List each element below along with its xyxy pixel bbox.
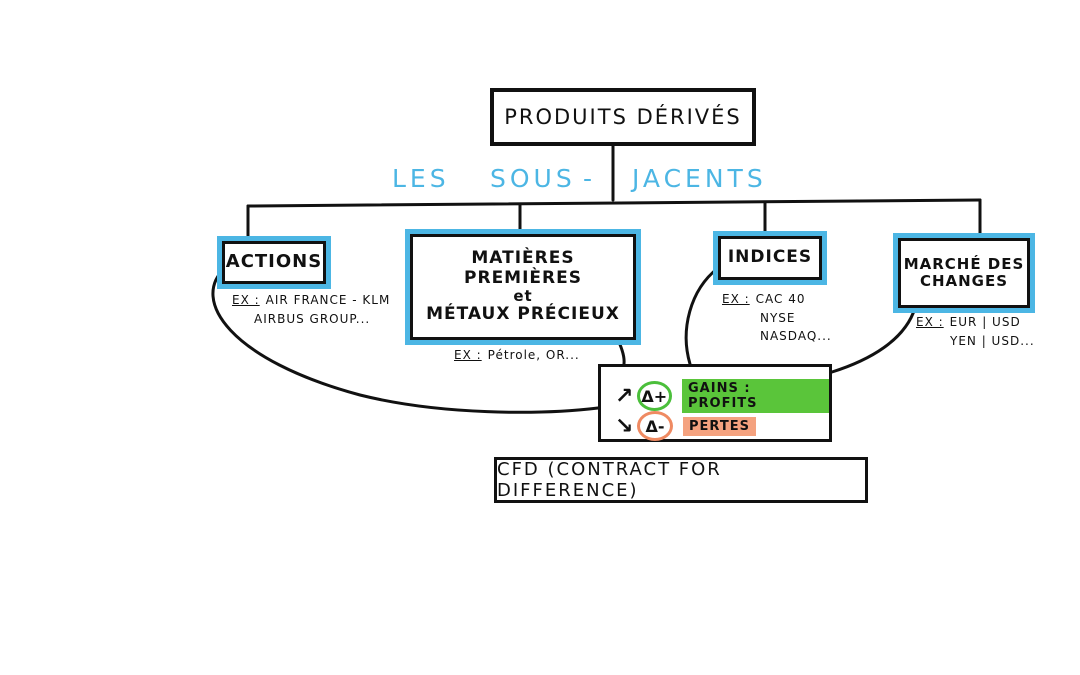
gains-label: GAINS : PROFITS [682, 379, 829, 413]
node-indices-label: INDICES [727, 247, 813, 268]
cfd-title: CFD (CONTRACT FOR DIFFERENCE) [497, 459, 722, 501]
example-item: NASDAQ... [760, 329, 832, 344]
delta-minus-badge: Δ- [637, 411, 673, 441]
subtitle-word-1: LES [392, 164, 450, 193]
loss-row: ↘ Δ- PERTES [615, 411, 756, 441]
example-item: EUR | USD [949, 315, 1021, 329]
example-item: Pétrole, OR... [487, 348, 580, 362]
example-label: EX : [454, 348, 482, 362]
node-changes: MARCHÉ DES CHANGES [898, 238, 1030, 308]
example-label: EX : [232, 293, 260, 307]
arrow-up-icon: ↗ [615, 383, 634, 409]
example-item: YEN | USD... [950, 333, 1035, 348]
subtitle-word-3: - [583, 164, 597, 193]
node-matieres-line-2: et [513, 287, 533, 306]
root-title: PRODUITS DÉRIVÉS [504, 104, 742, 129]
gain-row: ↗ Δ+ GAINS : PROFITS [615, 379, 829, 413]
example-label: EX : [916, 315, 944, 329]
branch-bar [246, 198, 982, 208]
node-matieres-line-1: MATIÈRES PREMIÈRES [464, 248, 582, 288]
examples-matieres: EX : Pétrole, OR... [454, 346, 580, 365]
example-item: CAC 40 [755, 292, 806, 306]
root-node: PRODUITS DÉRIVÉS [490, 88, 756, 146]
delta-plus-badge: Δ+ [636, 381, 672, 411]
node-changes-line-1: MARCHÉ DES [903, 254, 1025, 273]
examples-actions: EX : AIR FRANCE - KLM AIRBUS GROUP... [232, 291, 390, 328]
node-matieres: MATIÈRES PREMIÈRES et MÉTAUX PRÉCIEUX [410, 234, 636, 340]
node-changes-line-2: CHANGES [919, 272, 1009, 290]
curve-matieres-cfd [616, 338, 626, 366]
node-indices: INDICES [718, 236, 822, 280]
example-item: AIRBUS GROUP... [254, 311, 371, 326]
example-item: AIR FRANCE - KLM [265, 293, 391, 307]
examples-changes: EX : EUR | USD YEN | USD... [916, 313, 1035, 350]
curve-indices-cfd [684, 266, 720, 366]
pertes-label: PERTES [683, 416, 756, 436]
curve-actions-cfd [211, 266, 600, 414]
subtitle: LES SOUS - JACENTS [0, 164, 1080, 194]
node-actions-label: ACTIONS [225, 251, 323, 273]
example-label: EX : [722, 292, 750, 306]
subtitle-word-4: JACENTS [632, 164, 767, 193]
subtitle-word-2: SOUS [490, 164, 576, 193]
node-actions: ACTIONS [222, 241, 326, 284]
example-item: NYSE [760, 310, 796, 325]
examples-indices: EX : CAC 40 NYSE NASDAQ... [722, 290, 832, 346]
cfd-title-box: CFD (CONTRACT FOR DIFFERENCE) [494, 457, 868, 503]
cfd-gains-losses-box: ↗ Δ+ GAINS : PROFITS ↘ Δ- PERTES [598, 364, 832, 442]
node-matieres-line-3: MÉTAUX PRÉCIEUX [426, 304, 620, 325]
arrow-down-icon: ↘ [615, 413, 634, 439]
curve-changes-cfd [830, 306, 917, 374]
